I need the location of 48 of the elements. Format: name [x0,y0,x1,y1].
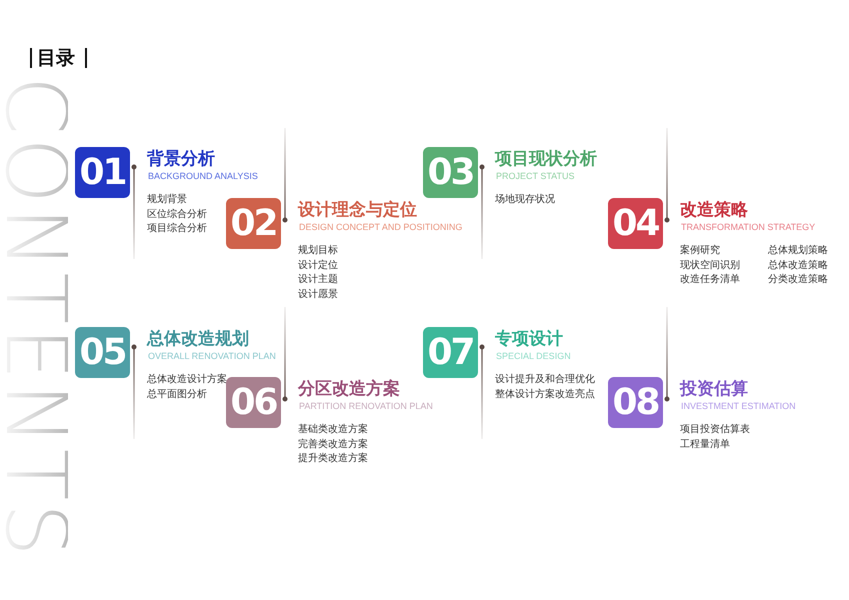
number-badge: 08 [608,377,663,428]
list-item: 完善类改造方案 [298,438,368,452]
list-item: 分类改造策略 [768,273,828,287]
page-title: 目录 [37,47,75,69]
list-item: 总体改造策略 [768,258,828,272]
section-title: 分区改造方案 [298,379,400,399]
list-item: 规划背景 [147,193,187,207]
number-badge: 04 [608,198,663,249]
list-item: 设计主题 [298,273,338,287]
section-title: 背景分析 [147,149,215,169]
section-subtitle: SPECIAL DESIGN [496,351,571,362]
list-item: 现状空间识别 [680,258,740,272]
list-item: 场地现存状况 [495,193,555,207]
number-badge: 02 [226,198,281,249]
list-item: 项目投资估算表 [680,423,750,437]
list-item: 总体改造设计方案 [147,373,227,387]
section-subtitle: PARTITION RENOVATION PLAN [299,401,433,412]
number-badge: 07 [423,327,478,378]
list-item: 案例研究 [680,244,720,258]
number-badge: 05 [75,327,130,378]
section-subtitle: PROJECT STATUS [496,171,575,182]
list-item: 规划目标 [298,244,338,258]
list-item: 设计定位 [298,258,338,272]
list-item: 基础类改造方案 [298,423,368,437]
section-title: 专项设计 [495,329,563,349]
number-badge: 01 [75,147,130,198]
section-subtitle: TRANSFORMATION STRATEGY [681,222,816,233]
section-subtitle: BACKGROUND ANALYSIS [148,171,258,182]
list-item: 改造任务清单 [680,273,740,287]
list-item: 项目综合分析 [147,222,207,236]
section-title: 设计理念与定位 [298,200,417,220]
list-item: 提升类改造方案 [298,452,368,466]
list-item: 总体规划策略 [768,244,828,258]
section-title: 总体改造规划 [147,329,249,349]
list-item: 设计愿景 [298,288,338,302]
section-title: 项目现状分析 [495,149,597,169]
list-item: 区位综合分析 [147,208,207,222]
number-badge: 03 [423,147,478,198]
section-subtitle: OVERALL RENOVATION PLAN [148,351,276,362]
section-subtitle: DESIGN CONCEPT AND POSITIONING [299,222,462,233]
list-item: 整体设计方案改造亮点 [495,388,595,402]
list-item: 设计提升及和合理优化 [495,373,595,387]
section-subtitle: INVESTMENT ESTIMATION [681,401,796,412]
section-title: 投资估算 [680,379,748,399]
list-item: 总平面图分析 [147,388,207,402]
list-item: 工程量清单 [680,438,730,452]
number-badge: 06 [226,377,281,428]
section-title: 改造策略 [680,200,748,220]
